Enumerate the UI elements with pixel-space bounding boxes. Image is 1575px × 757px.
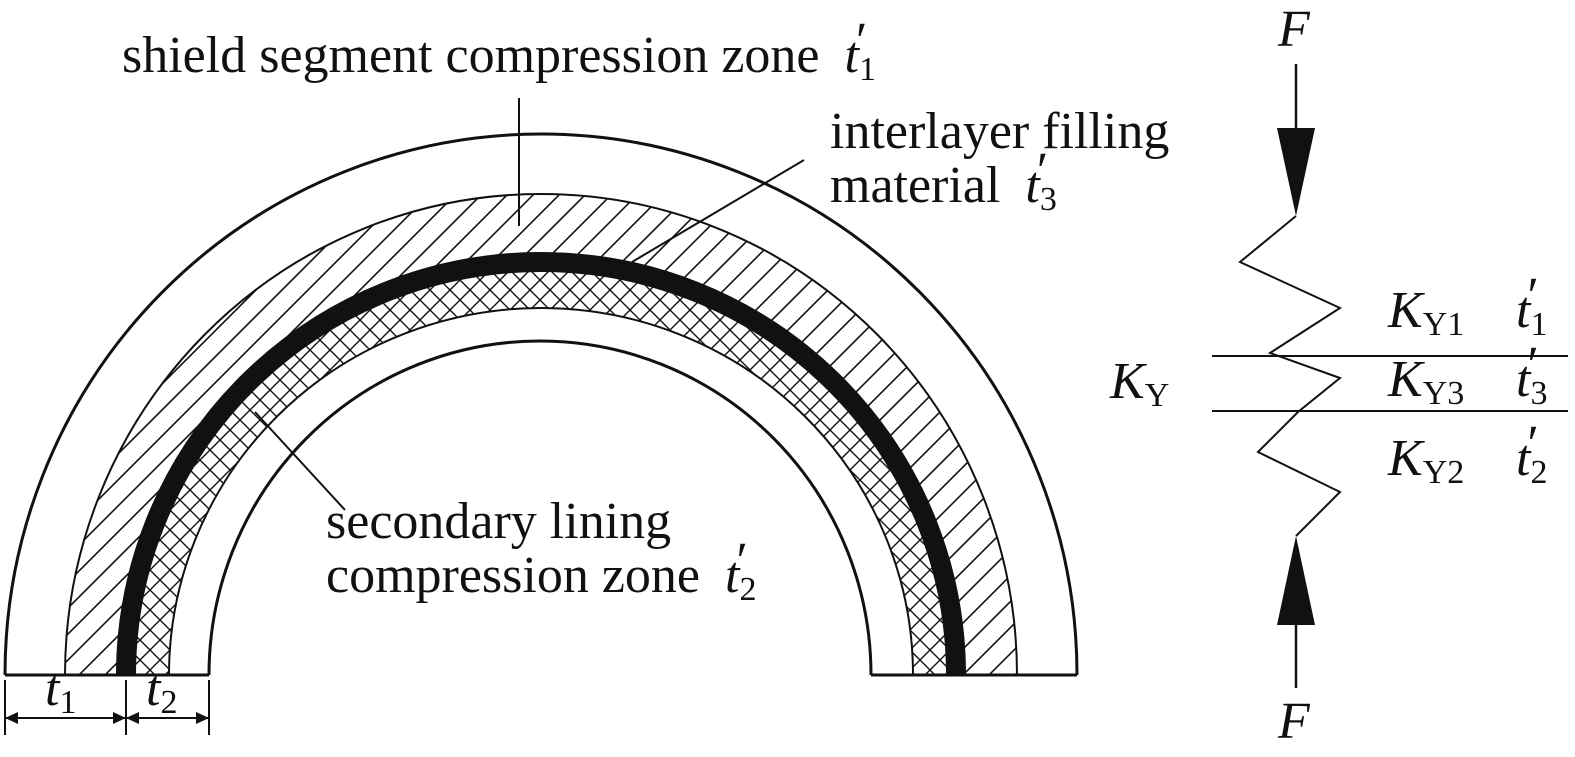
force-label-top: F <box>1277 1 1311 58</box>
shield-zone-label: shield segment compression zone t1′ <box>122 13 876 88</box>
dim-arrow-t2-right <box>196 712 209 724</box>
interlayer-leader <box>631 159 805 263</box>
dim-arrow-t1-left <box>5 712 18 724</box>
secondary-lining-inner-edge <box>207 339 873 676</box>
t1-prime-label: t1′ <box>1516 268 1547 343</box>
secondary-lining-label-line2: compression zone t2′ <box>326 533 756 608</box>
t2-prime-label: t2′ <box>1516 416 1547 491</box>
ky1-label: KY1 <box>1387 282 1464 343</box>
dim-arrow-t1-right <box>113 712 126 724</box>
t3-prime-label: t3′ <box>1516 337 1547 412</box>
interlayer-label-line2: material t3′ <box>830 143 1057 218</box>
dim-label-t2: t2 <box>146 660 177 721</box>
force-label-bottom: F <box>1277 693 1311 750</box>
secondary-lining-leader <box>254 411 346 511</box>
ky3-label: KY3 <box>1387 351 1464 412</box>
force-arrow-bottom <box>1277 536 1315 625</box>
secondary-lining-label-line1: secondary lining <box>326 493 671 550</box>
force-arrow-top <box>1277 128 1315 216</box>
interlayer-label-line1: interlayer filling <box>830 103 1169 160</box>
shield-segment-outer-ring <box>3 132 1079 676</box>
dim-label-t1: t1 <box>45 660 76 721</box>
ky2-label: KY2 <box>1387 430 1464 491</box>
dim-arrow-t2-left <box>126 712 139 724</box>
spring-model: F F KY KY1 t1′ KY3 t3′ KY2 <box>1109 1 1568 750</box>
interlayer-filling-band <box>116 252 966 676</box>
ky-total-label: KY <box>1109 353 1169 414</box>
spring-zigzag <box>1238 215 1343 537</box>
dimension-t1-t2: t1 t2 <box>4 660 210 735</box>
tunnel-arch <box>3 132 1079 677</box>
